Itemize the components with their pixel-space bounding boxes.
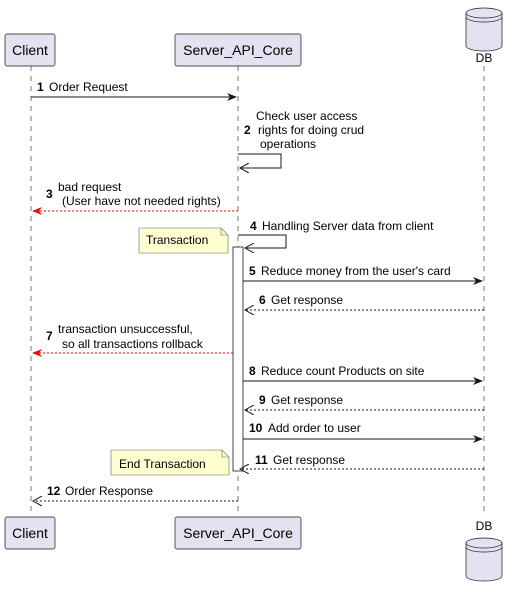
participant-db-top: DB	[465, 7, 503, 65]
participant-client-bottom: Client	[4, 516, 56, 550]
message-5: 5 Reduce money from the user's card	[243, 264, 483, 285]
participant-db-label: DB	[476, 51, 493, 65]
message-label: Order Request	[49, 80, 128, 94]
participant-server-top: Server_API_Core	[174, 33, 302, 67]
note-end-transaction-label: End Transaction	[119, 457, 206, 471]
message-number: 8	[249, 364, 256, 378]
participant-server-label: Server_API_Core	[183, 525, 293, 541]
message-label: rights for doing crud	[258, 123, 364, 137]
message-label: Order Response	[65, 484, 153, 498]
message-12: 12 Order Response	[33, 484, 238, 501]
participant-client-top: Client	[4, 33, 56, 67]
message-label: operations	[260, 137, 316, 151]
note-end-transaction: End Transaction	[110, 449, 230, 476]
message-label: (User have not needed rights)	[62, 194, 221, 208]
message-number: 1	[37, 80, 44, 94]
message-number: 2	[244, 123, 251, 137]
participant-db-bottom: DB	[465, 519, 503, 582]
message-label: Reduce count Products on site	[261, 364, 425, 378]
message-11: 11 Get response	[240, 453, 484, 469]
message-number: 4	[250, 219, 257, 233]
message-4: 4 Handling Server data from client	[238, 219, 434, 248]
participant-server-label: Server_API_Core	[183, 42, 293, 58]
message-number: 12	[47, 484, 61, 498]
message-10: 10 Add order to user	[243, 421, 483, 443]
participant-client-label: Client	[12, 42, 48, 58]
message-number: 6	[259, 293, 266, 307]
message-number: 11	[255, 453, 268, 467]
message-number: 10	[249, 421, 263, 435]
message-7: 7 transaction unsuccessful, so all trans…	[32, 322, 233, 357]
message-label: Check user access	[256, 109, 357, 123]
message-label: Get response	[271, 393, 343, 407]
message-label: Get response	[273, 453, 345, 467]
participant-client-label: Client	[12, 525, 48, 541]
message-6: 6 Get response	[245, 293, 484, 310]
database-icon	[465, 7, 503, 52]
message-number: 9	[259, 393, 266, 407]
message-label: bad request	[58, 180, 122, 194]
message-2: 2 Check user access rights for doing cru…	[238, 109, 364, 168]
message-number: 7	[46, 329, 53, 343]
message-9: 9 Get response	[245, 393, 484, 410]
note-transaction-label: Transaction	[146, 233, 208, 247]
message-label: Reduce money from the user's card	[261, 264, 451, 278]
message-label: Add order to user	[268, 421, 361, 435]
message-1: 1 Order Request	[31, 80, 237, 101]
message-label: transaction unsuccessful,	[58, 322, 193, 336]
message-label: Get response	[271, 293, 343, 307]
message-number: 3	[46, 187, 53, 201]
message-label: Handling Server data from client	[262, 219, 434, 233]
participant-server-bottom: Server_API_Core	[174, 516, 302, 550]
message-number: 5	[249, 264, 256, 278]
message-label: so all transactions rollback	[62, 337, 204, 351]
message-8: 8 Reduce count Products on site	[243, 364, 483, 385]
participant-db-label: DB	[476, 519, 493, 533]
message-3: 3 bad request (User have not needed righ…	[32, 180, 238, 215]
note-transaction: Transaction	[138, 227, 229, 254]
server-activation-bar	[232, 246, 244, 472]
database-icon	[465, 537, 503, 582]
